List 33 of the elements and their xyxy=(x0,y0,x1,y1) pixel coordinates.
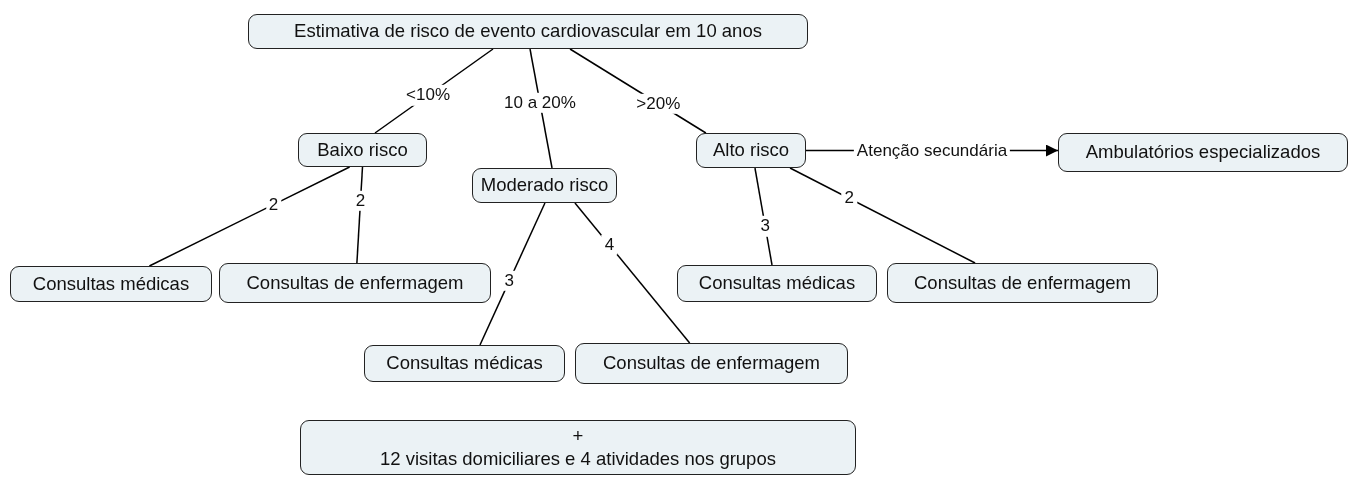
connector-line xyxy=(789,167,976,264)
node-label: Consultas médicas xyxy=(386,352,543,375)
concept-box xyxy=(575,343,848,384)
concept-box xyxy=(300,420,856,475)
connector-line xyxy=(574,202,691,344)
concept-box xyxy=(298,133,427,167)
node-label: Alto risco xyxy=(712,139,790,162)
connector-line xyxy=(148,166,351,267)
node-label: Baixo risco xyxy=(317,138,408,162)
concept-box xyxy=(10,266,212,302)
node-label: + xyxy=(572,425,584,448)
edge-label: 4 xyxy=(601,234,618,256)
node-label: Consultas médicas xyxy=(32,272,190,296)
concept-box xyxy=(248,14,808,49)
concept-box xyxy=(472,168,617,203)
node-label: Consultas médicas xyxy=(698,272,856,295)
concept-box xyxy=(219,263,491,303)
concept-box xyxy=(364,345,565,382)
node-label: Ambulatórios especializados xyxy=(1085,141,1321,164)
node-label: Consultas de enfermagem xyxy=(914,271,1131,295)
concept-box xyxy=(677,265,877,302)
node-label: 12 visitas domiciliares e 4 atividades nos grupos xyxy=(380,447,776,470)
concept-box xyxy=(1058,133,1348,172)
node-label: Estimativa de risco de evento cardiovascular em 10 anos xyxy=(294,20,762,43)
connector-line xyxy=(356,166,364,264)
node-label: Moderado risco xyxy=(480,174,609,197)
concept-box xyxy=(887,263,1158,303)
node-label: Consultas de enfermagem xyxy=(603,352,820,375)
connector-line xyxy=(754,167,773,266)
concept-box xyxy=(696,133,806,168)
edge-label: 3 xyxy=(501,270,517,292)
node-label: Consultas de enfermagem xyxy=(246,271,464,295)
connector-line xyxy=(479,202,546,346)
